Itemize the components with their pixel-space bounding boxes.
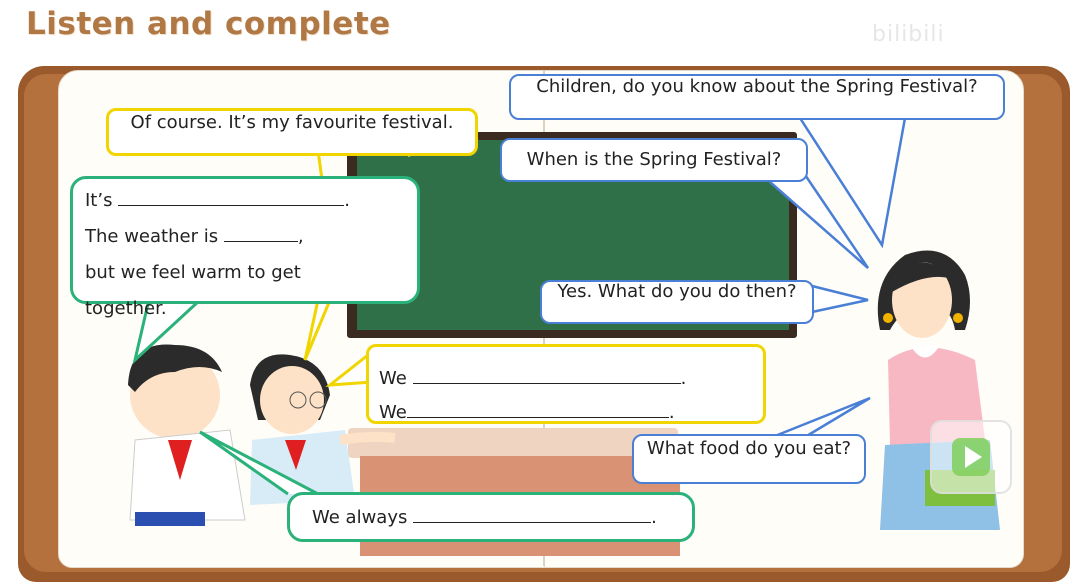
bubble-what-do-you-do: Yes. What do you do then? [540, 280, 814, 324]
bubble-what-food-text: What food do you eat? [646, 438, 852, 459]
its-end: . [344, 190, 350, 211]
we-1-blank[interactable] [412, 369, 681, 384]
watermark: bilibili [872, 22, 945, 47]
bubble-favourite-festival: Of course. It’s my favourite festival. [106, 108, 478, 156]
bubble-what-do-text: Yes. What do you do then? [557, 281, 797, 302]
weather-row: The weather is , [85, 219, 417, 255]
page-title: Listen and complete [26, 6, 391, 42]
boy-illustration [128, 344, 246, 526]
bubble-we-do: We . We. [366, 344, 766, 424]
bubble-its-weather: It’s . The weather is , but we feel warm… [70, 176, 420, 319]
we-row-1: We . [379, 361, 763, 397]
we-2-label: We [379, 402, 407, 423]
bubble-know-spring-festival: Children, do you know about the Spring F… [509, 74, 1005, 120]
bubble-what-food: What food do you eat? [632, 434, 866, 484]
we-1-end: . [680, 368, 687, 389]
its-label: It’s [85, 190, 113, 211]
weather-blank[interactable] [223, 227, 298, 242]
bubble-when-text: When is the Spring Festival? [526, 149, 782, 170]
warm-line: but we feel warm to get together. [85, 262, 301, 319]
bubble-we-always: We always . [287, 492, 695, 542]
desk-top [348, 428, 678, 458]
bubble-when-spring-festival: When is the Spring Festival? [500, 138, 808, 182]
always-blank[interactable] [413, 508, 652, 523]
we-2-blank[interactable] [406, 403, 669, 418]
we-row-2: We. [379, 395, 763, 431]
play-button[interactable] [930, 420, 1012, 494]
we-2-end: . [668, 402, 675, 423]
weather-end: , [297, 226, 304, 247]
we-1-label: We [379, 368, 407, 389]
always-label: We always [312, 507, 408, 528]
bubble-know-spring-festival-text: Children, do you know about the Spring F… [536, 76, 978, 97]
always-end: . [651, 507, 657, 528]
bubble-favourite-text: Of course. It’s my favourite festival. [130, 112, 454, 133]
weather-label: The weather is [85, 226, 219, 247]
its-blank[interactable] [118, 191, 345, 206]
its-row: It’s . [85, 183, 417, 219]
play-icon [952, 438, 990, 476]
